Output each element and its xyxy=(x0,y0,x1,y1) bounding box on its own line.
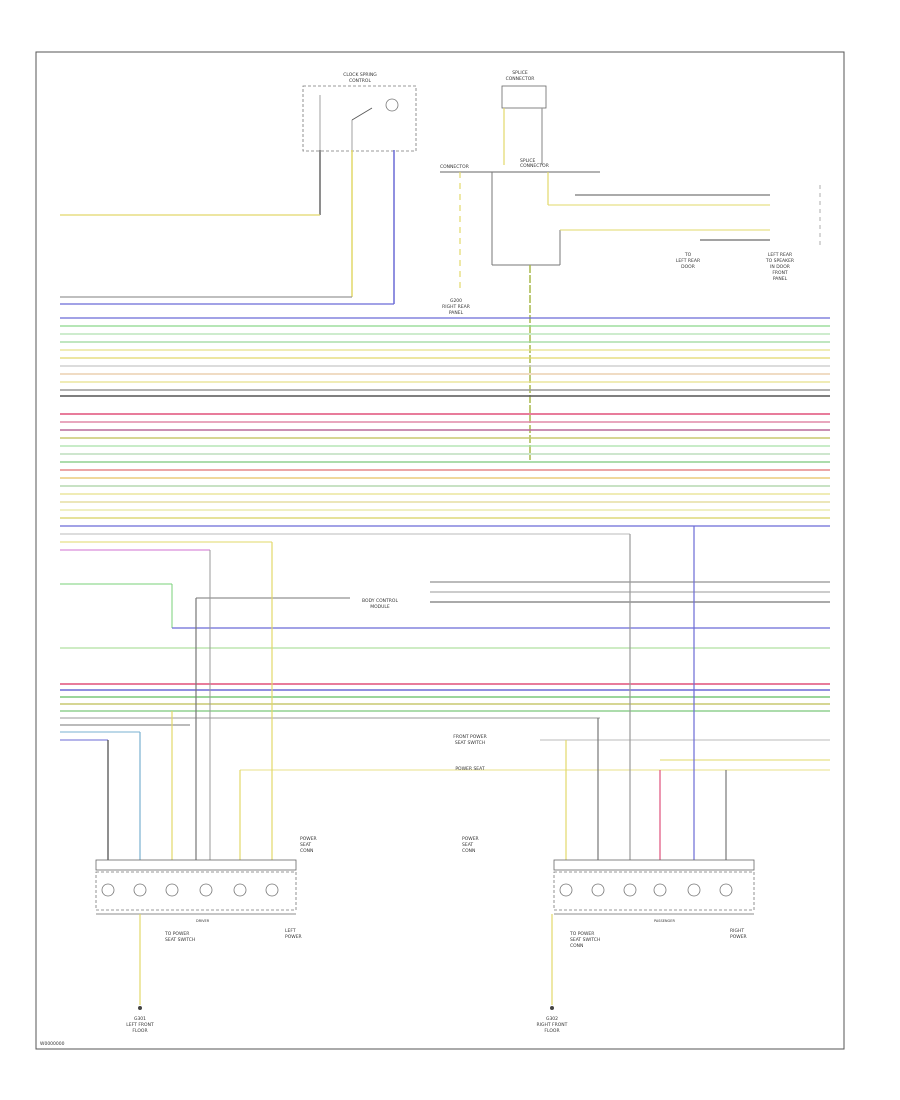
lower-mid-1a: FRONT POWER xyxy=(453,734,486,740)
right-lower-note-1: TO POWER xyxy=(569,931,594,937)
right-seat-block-label: PASSENGER xyxy=(654,919,675,923)
switch-block: CLOCK SPRING CONTROL xyxy=(302,72,417,304)
left-seat-block-label: DRIVER xyxy=(196,919,210,923)
right-ground-2: RIGHT FRONT xyxy=(537,1022,568,1028)
right-note-1a: TO xyxy=(684,252,692,258)
left-conn-note-1: POWER xyxy=(300,836,317,842)
switch-block-title-2: CONTROL xyxy=(349,78,371,84)
left-ground-3: FLOOR xyxy=(132,1028,147,1034)
right-side-tag-2: POWER xyxy=(730,934,747,940)
mid-connector-1: BODY CONTROL xyxy=(362,598,398,604)
left-ground-1: G301 xyxy=(134,1016,146,1022)
ground-mid-1: G200 xyxy=(450,298,462,304)
right-note-1b: LEFT REAR xyxy=(676,258,700,264)
left-conn-note-3: CONN xyxy=(300,848,313,854)
left-lower-note-2: SEAT SWITCH xyxy=(165,937,195,943)
lower-mid-2: POWER SEAT xyxy=(455,766,485,772)
right-ground-3: FLOOR xyxy=(544,1028,559,1034)
switch-block-title-1: CLOCK SPRING xyxy=(343,72,377,78)
right-lower-note-2: SEAT SWITCH xyxy=(570,937,600,943)
upper-right-title-2: CONNECTOR xyxy=(506,76,535,82)
right-conn-note-1: POWER xyxy=(462,836,479,842)
mid-connector-2: MODULE xyxy=(370,604,390,610)
splice-connector-top: SPLICE CONNECTOR CONNECTOR SPLICE CONNEC… xyxy=(440,70,821,460)
wire-bus xyxy=(60,214,830,771)
right-ground-1: G302 xyxy=(546,1016,558,1022)
right-note-1c: DOOR xyxy=(681,264,695,270)
right-seat-block: G302 RIGHT FRONT FLOOR POWER SEAT CONN T… xyxy=(462,836,755,1034)
lower-mid-1b: SEAT SWITCH xyxy=(455,740,485,746)
right-lower-note-3: CONN xyxy=(570,943,583,949)
left-side-tag-2: POWER xyxy=(285,934,302,940)
right-side-tag-1: RIGHT xyxy=(730,928,744,934)
left-side-tag-1: LEFT xyxy=(285,928,296,934)
center-label-2: SPLICE xyxy=(520,158,536,164)
right-note-2d: FRONT xyxy=(772,270,788,276)
left-conn-note-2: SEAT xyxy=(300,842,311,848)
footer-code: W0000000 xyxy=(40,1041,65,1047)
right-note-2b: TO SPEAKER xyxy=(765,258,794,264)
upper-right-title-1: SPLICE xyxy=(512,70,528,76)
diagram-frame xyxy=(35,51,845,1050)
vertical-drops xyxy=(107,526,727,860)
right-note-2e: PANEL xyxy=(773,276,788,282)
left-lower-note-1: TO POWER xyxy=(164,931,189,937)
center-label-3: CONNECTOR xyxy=(520,163,549,169)
right-note-2a: LEFT REAR xyxy=(768,252,792,258)
center-label-1: CONNECTOR xyxy=(440,164,469,170)
ground-mid-3: PANEL xyxy=(449,310,464,316)
ground-mid-2: RIGHT REAR xyxy=(442,304,470,310)
left-ground-2: LEFT FRONT xyxy=(126,1022,154,1028)
right-conn-note-2: SEAT xyxy=(462,842,473,848)
left-seat-block: G301 LEFT FRONT FLOOR POWER SEAT CONN TO… xyxy=(95,836,317,1034)
right-note-2c: IN DOOR xyxy=(770,264,790,270)
right-conn-note-3: CONN xyxy=(462,848,475,854)
